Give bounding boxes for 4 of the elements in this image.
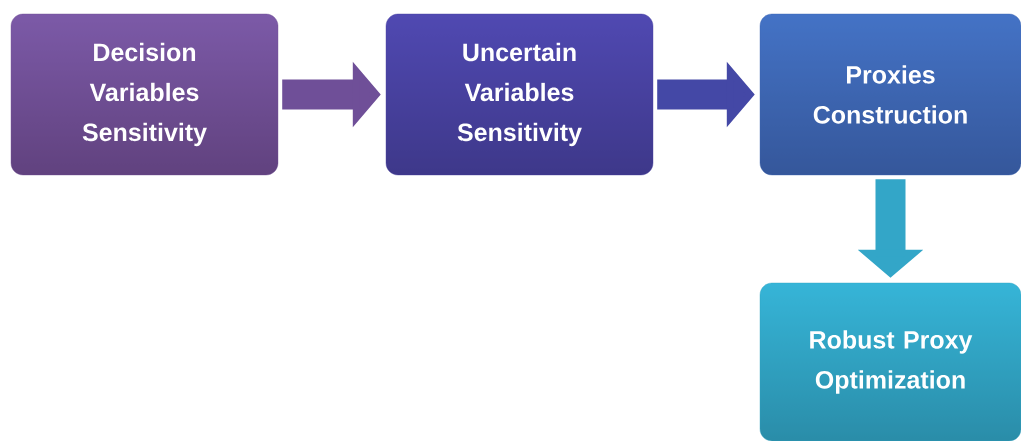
- process-box: Robust Proxy Optimization: [759, 282, 1021, 441]
- process-box: Proxies Construction: [759, 13, 1021, 176]
- process-box: Uncertain Variables Sensitivity: [385, 13, 654, 176]
- process-box: Decision Variables Sensitivity: [10, 13, 279, 176]
